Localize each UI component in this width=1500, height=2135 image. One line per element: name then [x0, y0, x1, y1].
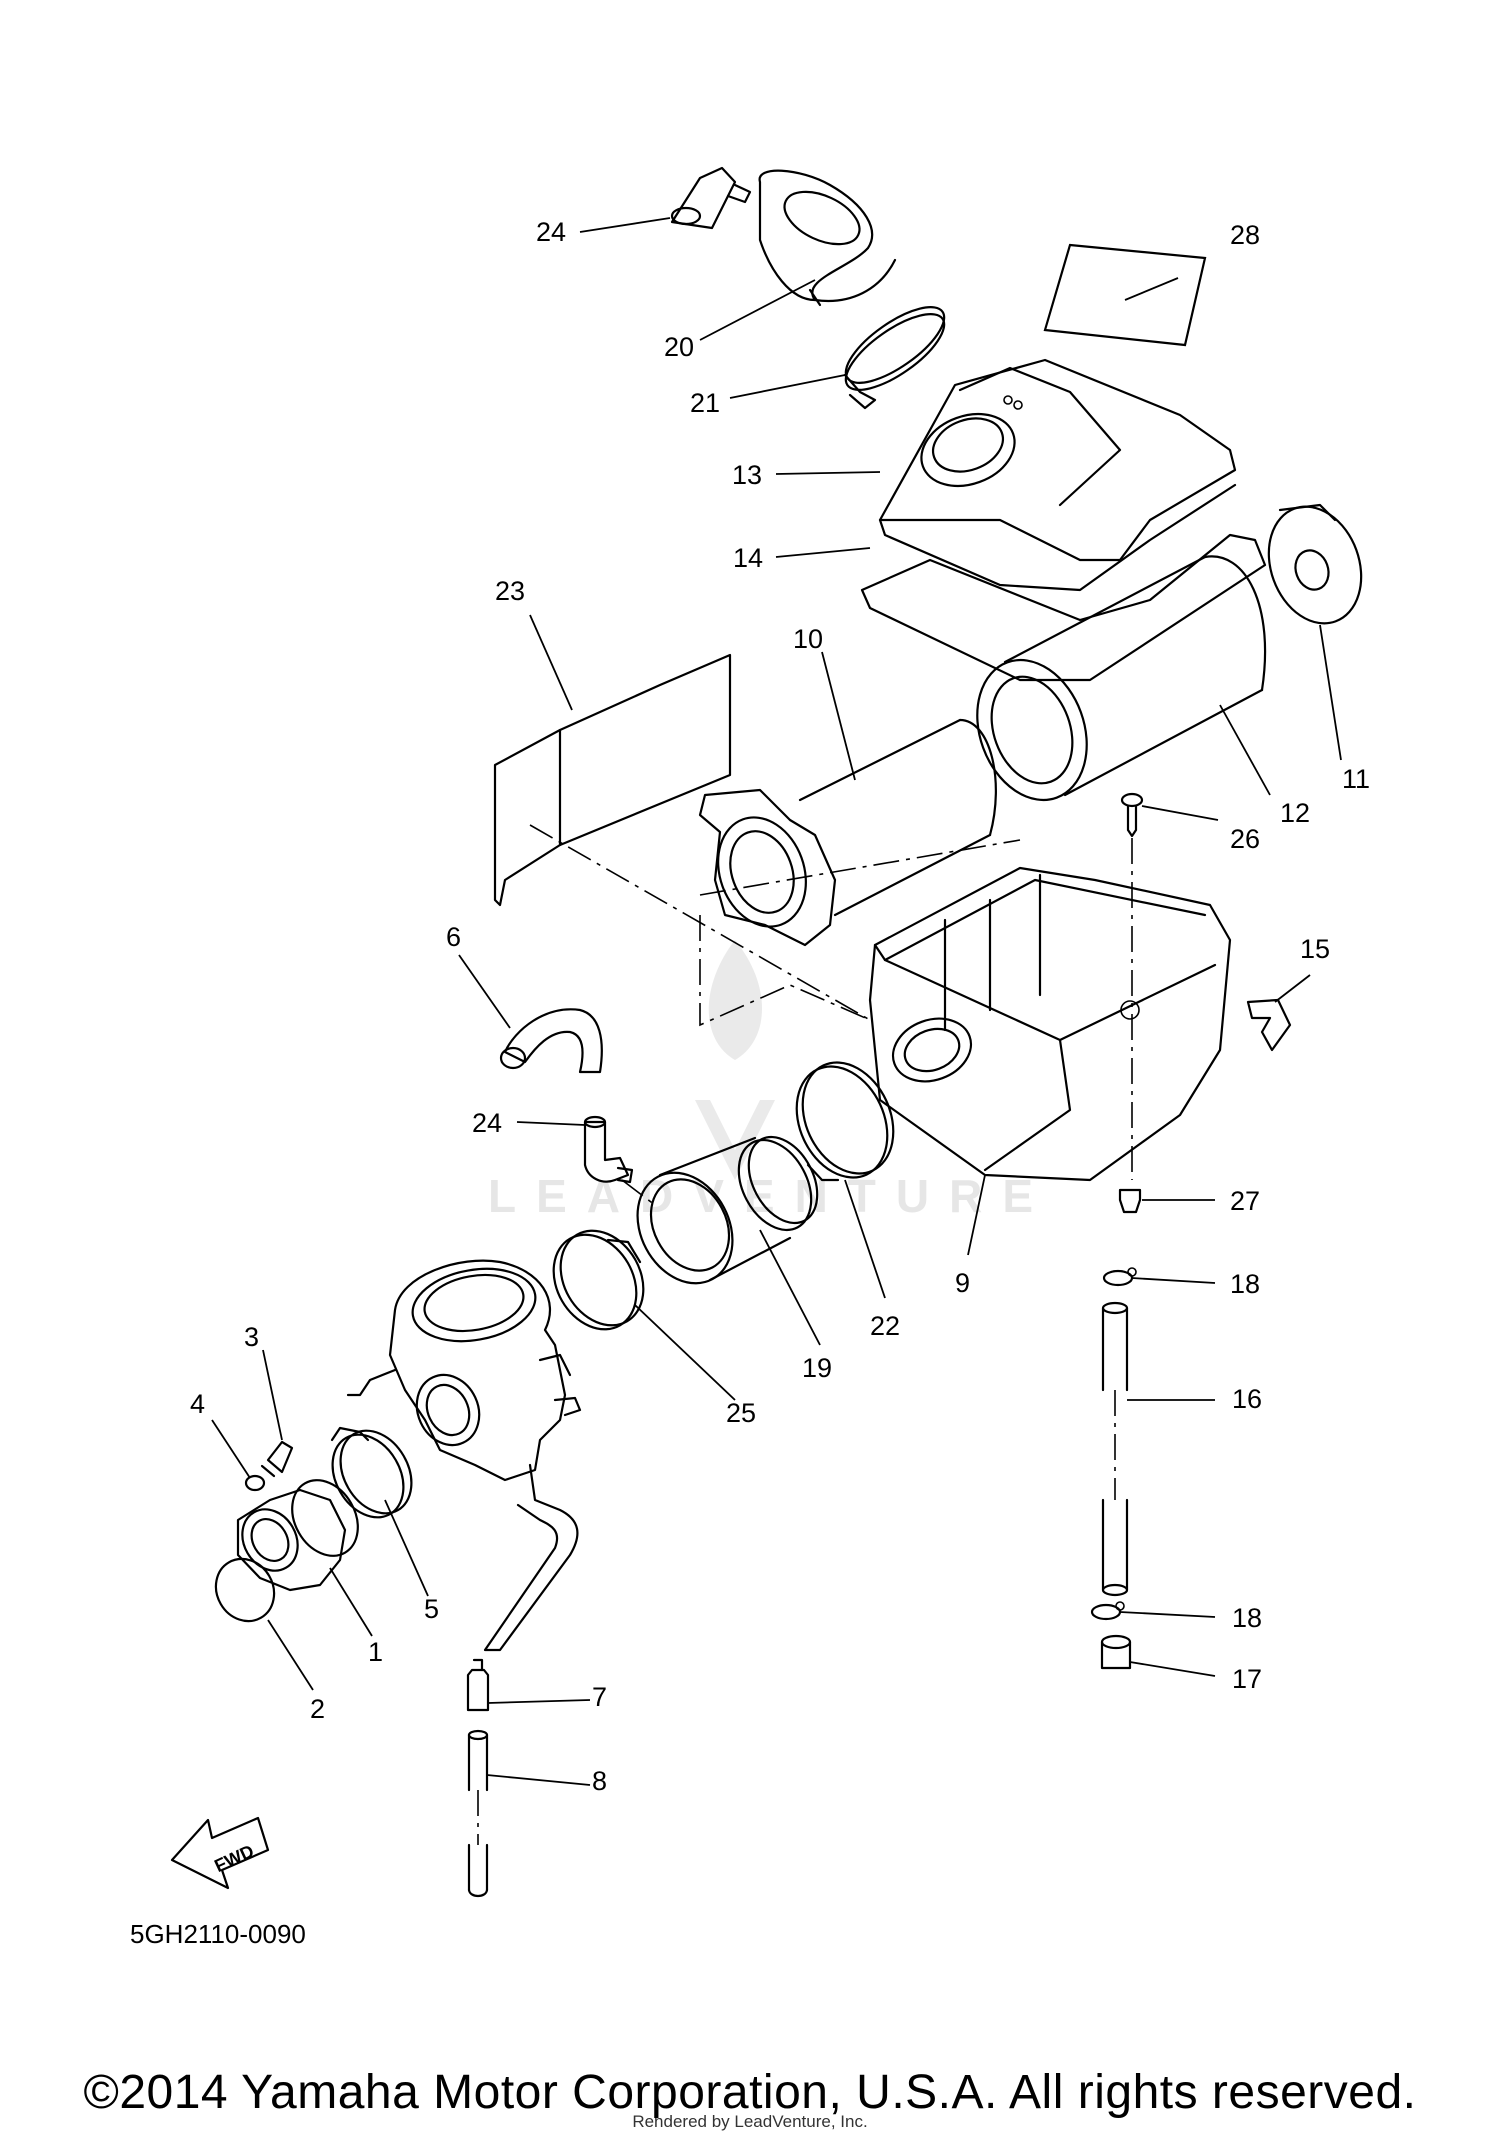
callout-16: 16	[1232, 1384, 1262, 1414]
callout-24-top: 24	[536, 217, 566, 247]
part-23-shield	[493, 653, 732, 907]
part-21-clamp	[843, 306, 946, 410]
copyright-notice: ©2014 Yamaha Motor Corporation, U.S.A. A…	[83, 2066, 1417, 2119]
callout-19: 19	[802, 1353, 832, 1383]
callout-2: 2	[310, 1694, 325, 1724]
watermark-text: LEADVENTURE	[488, 1170, 1053, 1222]
callout-11: 11	[1342, 764, 1370, 794]
part-5-clamp	[330, 1426, 413, 1519]
callouts: 24 20 21 13 14 28 23 10 11 12 26 15 6 24…	[190, 217, 1370, 1796]
callout-15: 15	[1300, 934, 1330, 964]
callout-3: 3	[244, 1322, 259, 1352]
part-15-clip	[1246, 998, 1292, 1052]
fwd-arrow-icon: FWD	[170, 1816, 270, 1890]
part-6-hose	[499, 1008, 603, 1074]
callout-9: 9	[955, 1268, 970, 1298]
part-22-clamp	[795, 1061, 895, 1182]
part-3-bolt	[260, 1440, 294, 1478]
callout-26: 26	[1230, 824, 1260, 854]
part-8-hose	[467, 1729, 489, 1898]
diagram-code: 5GH2110-0090	[130, 1919, 306, 1949]
part-27-grommet	[1118, 1188, 1142, 1214]
callout-17: 17	[1232, 1664, 1262, 1694]
callout-14: 14	[733, 543, 763, 573]
callout-13: 13	[732, 460, 762, 490]
part-9-airbox	[868, 866, 1232, 1182]
callout-28: 28	[1230, 220, 1260, 250]
callout-27: 27	[1230, 1186, 1260, 1216]
callout-8: 8	[592, 1766, 607, 1796]
callout-24-middle: 24	[472, 1108, 502, 1138]
callout-21: 21	[690, 388, 720, 418]
part-18-clip-lower	[1090, 1601, 1125, 1621]
part-11-end-cap	[1267, 503, 1363, 625]
callout-18-lower: 18	[1232, 1603, 1262, 1633]
callout-25: 25	[726, 1398, 756, 1428]
part-13-airbox-cover	[878, 358, 1237, 592]
part-10-inner-filter	[698, 718, 997, 947]
part-17-plug	[1100, 1634, 1132, 1670]
callout-10: 10	[793, 624, 823, 654]
part-4-washer	[244, 1474, 266, 1492]
leader-lines	[211, 217, 1342, 1786]
rendered-by-notice: Rendered by LeadVenture, Inc.	[632, 2112, 868, 2131]
callout-4: 4	[190, 1389, 205, 1419]
part-25-clamp	[552, 1229, 645, 1331]
part-2-o-ring	[214, 1557, 276, 1623]
callout-1: 1	[368, 1637, 383, 1667]
fwd-label: FWD	[211, 1841, 257, 1876]
callout-18-upper: 18	[1230, 1269, 1260, 1299]
part-28-decal	[1043, 243, 1207, 347]
callout-6: 6	[446, 922, 461, 952]
part-1-manifold	[236, 1479, 359, 1592]
callout-12: 12	[1280, 798, 1310, 828]
part-12-outer-filter	[976, 555, 1267, 802]
callout-22: 22	[870, 1311, 900, 1341]
callout-20: 20	[664, 332, 694, 362]
callout-5: 5	[424, 1594, 439, 1624]
part-20-intake-duct	[758, 169, 897, 307]
part-18-clip-upper	[1102, 1267, 1137, 1287]
alignment-lines	[477, 824, 1133, 1845]
leadventure-watermark: LEADVENTURE	[488, 940, 1053, 1222]
callout-23: 23	[495, 576, 525, 606]
part-16-drain-hose	[1101, 1301, 1129, 1597]
callout-7: 7	[592, 1682, 607, 1712]
part-7-fitting	[466, 1658, 490, 1712]
part-24-elbow-top	[670, 166, 752, 230]
part-19-intake-boot	[636, 1135, 819, 1285]
part-14-gasket	[860, 533, 1267, 682]
part-26-screw	[1120, 792, 1144, 838]
carburetor	[346, 1259, 582, 1652]
